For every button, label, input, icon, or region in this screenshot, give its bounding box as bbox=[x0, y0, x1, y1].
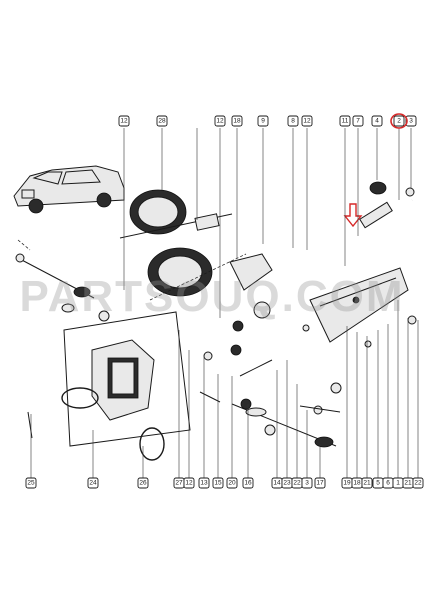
top-callout-8[interactable]: 8 bbox=[287, 115, 299, 127]
bottom-callout-26[interactable]: 26 bbox=[137, 477, 149, 489]
bottom-callout-12[interactable]: 12 bbox=[183, 477, 195, 489]
bottom-callout-label: 1 bbox=[396, 480, 400, 487]
bottom-callout-27[interactable]: 27 bbox=[173, 477, 185, 489]
bottom-callout-label: 16 bbox=[244, 480, 252, 487]
top-callout-12[interactable]: 12 bbox=[214, 115, 226, 127]
bottom-callout-23[interactable]: 23 bbox=[281, 477, 293, 489]
car-thumbnail-icon bbox=[13, 165, 125, 214]
top-callout-label: 7 bbox=[356, 118, 360, 125]
top-callout-4[interactable]: 4 bbox=[371, 115, 383, 127]
column-bracket-icon bbox=[302, 267, 417, 348]
top-callout-28[interactable]: 28 bbox=[156, 115, 168, 127]
bottom-callout-17[interactable]: 17 bbox=[314, 477, 326, 489]
steering-rack-icon bbox=[199, 344, 342, 448]
bottom-callout-label: 15 bbox=[214, 480, 222, 487]
bottom-callout-24[interactable]: 24 bbox=[87, 477, 99, 489]
top-callout-12[interactable]: 12 bbox=[118, 115, 130, 127]
top-callout-label: 3 bbox=[409, 118, 413, 125]
bottom-callout-label: 24 bbox=[89, 480, 97, 487]
bottom-leader-lines bbox=[30, 300, 419, 478]
bottom-callout-22[interactable]: 22 bbox=[291, 477, 303, 489]
bottom-callout-25[interactable]: 25 bbox=[25, 477, 37, 489]
bottom-callout-label: 22 bbox=[414, 480, 422, 487]
bottom-callout-21[interactable]: 21 bbox=[361, 477, 373, 489]
top-callout-label: 2 bbox=[397, 118, 401, 125]
pump-unit-icon bbox=[63, 311, 191, 447]
top-callout-11[interactable]: 11 bbox=[339, 115, 351, 127]
top-callout-row: 12 28 12 18 9 8 12 11 7 4 2 3 bbox=[118, 115, 417, 127]
bottom-callout-13[interactable]: 13 bbox=[198, 477, 210, 489]
top-callout-label: 18 bbox=[233, 118, 241, 125]
hose-clamp-icon bbox=[27, 387, 165, 461]
bottom-callout-label: 26 bbox=[139, 480, 147, 487]
bottom-callout-label: 23 bbox=[283, 480, 291, 487]
bottom-callout-label: 21 bbox=[404, 480, 412, 487]
bottom-callout-label: 20 bbox=[228, 480, 236, 487]
bottom-callout-6[interactable]: 6 bbox=[382, 477, 394, 489]
bottom-callout-18[interactable]: 18 bbox=[351, 477, 363, 489]
top-callout-7[interactable]: 7 bbox=[352, 115, 364, 127]
red-arrow-icon bbox=[343, 203, 363, 228]
top-callout-label: 12 bbox=[303, 118, 311, 125]
bottom-callout-label: 21 bbox=[363, 480, 371, 487]
bottom-callout-5[interactable]: 5 bbox=[372, 477, 384, 489]
top-leader-lines bbox=[123, 128, 412, 318]
bottom-callout-20[interactable]: 20 bbox=[226, 477, 238, 489]
top-callout-label: 12 bbox=[120, 118, 128, 125]
bottom-callout-label: 17 bbox=[316, 480, 324, 487]
top-callout-2[interactable]: 2 bbox=[393, 115, 405, 127]
top-callout-3[interactable]: 3 bbox=[405, 115, 417, 127]
bottom-callout-label: 5 bbox=[376, 480, 380, 487]
bottom-callout-label: 3 bbox=[305, 480, 309, 487]
bottom-callout-15[interactable]: 15 bbox=[212, 477, 224, 489]
top-callout-label: 8 bbox=[291, 118, 295, 125]
bottom-callout-label: 13 bbox=[200, 480, 208, 487]
bottom-callout-label: 12 bbox=[185, 480, 193, 487]
bottom-callout-1[interactable]: 1 bbox=[392, 477, 404, 489]
bottom-callout-label: 27 bbox=[175, 480, 183, 487]
left-tie-rod-icon bbox=[15, 239, 110, 322]
top-callout-label: 4 bbox=[375, 118, 379, 125]
bottom-callout-19[interactable]: 19 bbox=[341, 477, 353, 489]
top-callout-12[interactable]: 12 bbox=[301, 115, 313, 127]
bottom-callout-label: 22 bbox=[293, 480, 301, 487]
bottom-callout-label: 25 bbox=[27, 480, 35, 487]
steering-column-icon bbox=[229, 181, 415, 332]
top-callout-18[interactable]: 18 bbox=[231, 115, 243, 127]
bottom-callout-label: 6 bbox=[386, 480, 390, 487]
bottom-callout-14[interactable]: 14 bbox=[271, 477, 283, 489]
top-callout-label: 11 bbox=[342, 118, 349, 125]
top-callout-label: 28 bbox=[158, 118, 166, 125]
rack-boot-icon bbox=[129, 189, 213, 297]
bottom-callout-label: 19 bbox=[343, 480, 351, 487]
top-callout-9[interactable]: 9 bbox=[257, 115, 269, 127]
intermediate-shaft-icon bbox=[119, 213, 247, 301]
bottom-callout-22[interactable]: 22 bbox=[412, 477, 424, 489]
bottom-callout-16[interactable]: 16 bbox=[242, 477, 254, 489]
top-callout-label: 9 bbox=[261, 118, 265, 125]
top-callout-label: 12 bbox=[216, 118, 224, 125]
bottom-callout-3[interactable]: 3 bbox=[301, 477, 313, 489]
bottom-callout-label: 18 bbox=[353, 480, 361, 487]
highlight-circle bbox=[390, 113, 408, 129]
bottom-callout-label: 14 bbox=[273, 480, 281, 487]
bottom-callout-21[interactable]: 21 bbox=[402, 477, 414, 489]
